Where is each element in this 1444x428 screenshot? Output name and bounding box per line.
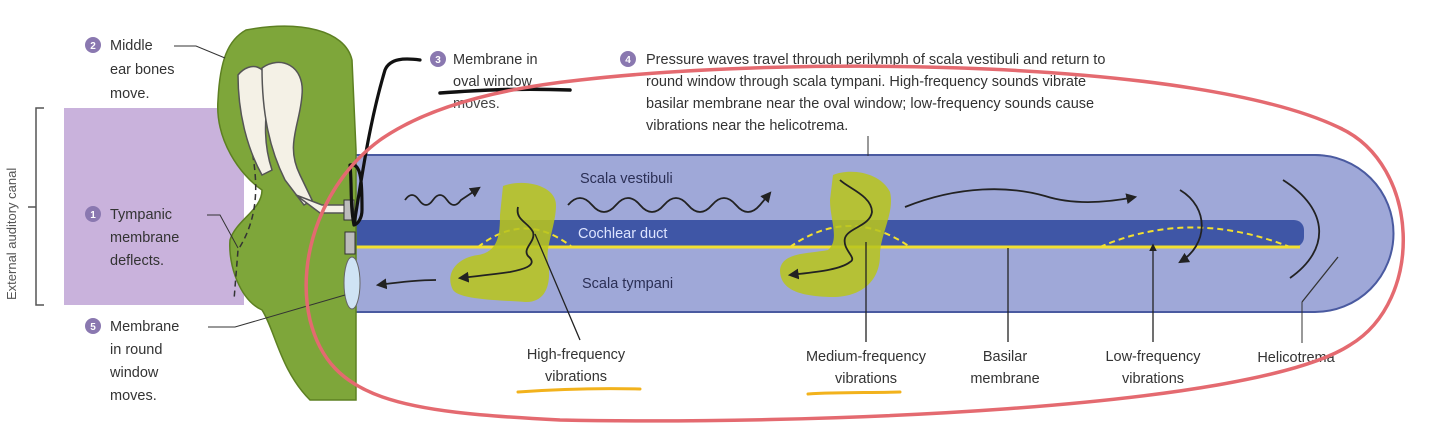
step-number-badge xyxy=(620,51,636,67)
step-line: Membrane in xyxy=(453,52,538,68)
high-frequency-pointer xyxy=(534,233,581,341)
helicotrema-curve xyxy=(1282,179,1321,279)
basilar-membrane-label: membrane xyxy=(970,371,1039,387)
step-line: Middle xyxy=(110,38,153,54)
round-window xyxy=(343,256,361,310)
handwritten-underline xyxy=(438,87,572,95)
step-number-badge xyxy=(430,51,446,67)
step-4-callout: 4 Pressure waves travel through perilymp… xyxy=(620,51,1105,134)
scala-tympani-label: Scala tympani xyxy=(582,276,673,292)
orange-underline-high xyxy=(516,387,642,394)
leader-line-2 xyxy=(174,45,226,59)
step-number: 5 xyxy=(90,322,96,333)
step-number: 4 xyxy=(625,55,631,66)
wave-arrow-3 xyxy=(904,188,1138,208)
scala-vestibuli-label: Scala vestibuli xyxy=(580,171,673,187)
high-frequency-highlight xyxy=(450,182,556,303)
orange-underline-medium xyxy=(806,390,902,396)
step-line: round window through scala tympani. High… xyxy=(646,74,1086,90)
medium-frequency-label: Medium-frequency xyxy=(806,349,927,365)
step-line: deflects. xyxy=(110,253,164,269)
leader-line-1 xyxy=(207,214,239,249)
oval-window-lower xyxy=(344,231,356,255)
tympanic-membrane xyxy=(233,104,257,301)
cochlear-duct-label: Cochlear duct xyxy=(578,226,667,242)
basilar-membrane-label: Basilar xyxy=(983,349,1027,365)
low-frequency-label: vibrations xyxy=(1122,371,1184,387)
step-line: ear bones xyxy=(110,62,175,78)
step-number: 3 xyxy=(435,55,441,66)
step-number: 1 xyxy=(90,210,96,221)
high-frequency-label: High-frequency xyxy=(527,347,626,363)
step-line: Tympanic xyxy=(110,207,172,223)
step-line: move. xyxy=(110,86,150,102)
side-label: External auditory canal xyxy=(4,168,19,300)
oval-window xyxy=(343,199,355,221)
high-frequency-label: vibrations xyxy=(545,369,607,385)
step-line: membrane xyxy=(110,230,179,246)
low-vibration-curve xyxy=(1099,226,1291,248)
helicotrema-slash xyxy=(1301,256,1339,303)
step-number-badge xyxy=(85,37,101,53)
return-arrow-helicotrema xyxy=(1178,189,1203,264)
ossicle-incus xyxy=(261,61,313,206)
step-line: vibrations near the helicotrema. xyxy=(646,118,848,134)
high-frequency-path xyxy=(457,206,535,283)
step-line: oval window xyxy=(453,74,533,90)
canal-bracket xyxy=(28,107,44,306)
red-circle-annotation xyxy=(304,64,1405,423)
wave-arrow-1 xyxy=(404,186,481,206)
step-line: moves. xyxy=(110,388,157,404)
cochlear-duct xyxy=(352,220,1304,247)
return-arrow-left xyxy=(375,278,437,290)
medium-frequency-highlight xyxy=(780,171,892,298)
step-2-callout: 2 Middle ear bones move. xyxy=(85,37,175,102)
step-3-callout: 3 Membrane in oval window moves. xyxy=(430,51,538,112)
step-number: 2 xyxy=(90,41,96,52)
medium-frequency-label: vibrations xyxy=(835,371,897,387)
step-line: window xyxy=(109,365,159,381)
step-line: Pressure waves travel through perilymph … xyxy=(646,52,1105,68)
step-line: basilar membrane near the oval window; l… xyxy=(646,96,1094,112)
step-line: in round xyxy=(110,342,162,358)
step-5-callout: 5 Membrane in round window moves. xyxy=(85,318,179,404)
step-number-badge xyxy=(85,206,101,222)
medium-frequency-path xyxy=(787,179,873,280)
low-frequency-label: Low-frequency xyxy=(1105,349,1201,365)
step-number-badge xyxy=(85,318,101,334)
step-line: Membrane xyxy=(110,319,179,335)
step-1-callout: 1 Tympanic membrane deflects. xyxy=(85,206,179,269)
wave-arrow-2 xyxy=(567,191,772,213)
